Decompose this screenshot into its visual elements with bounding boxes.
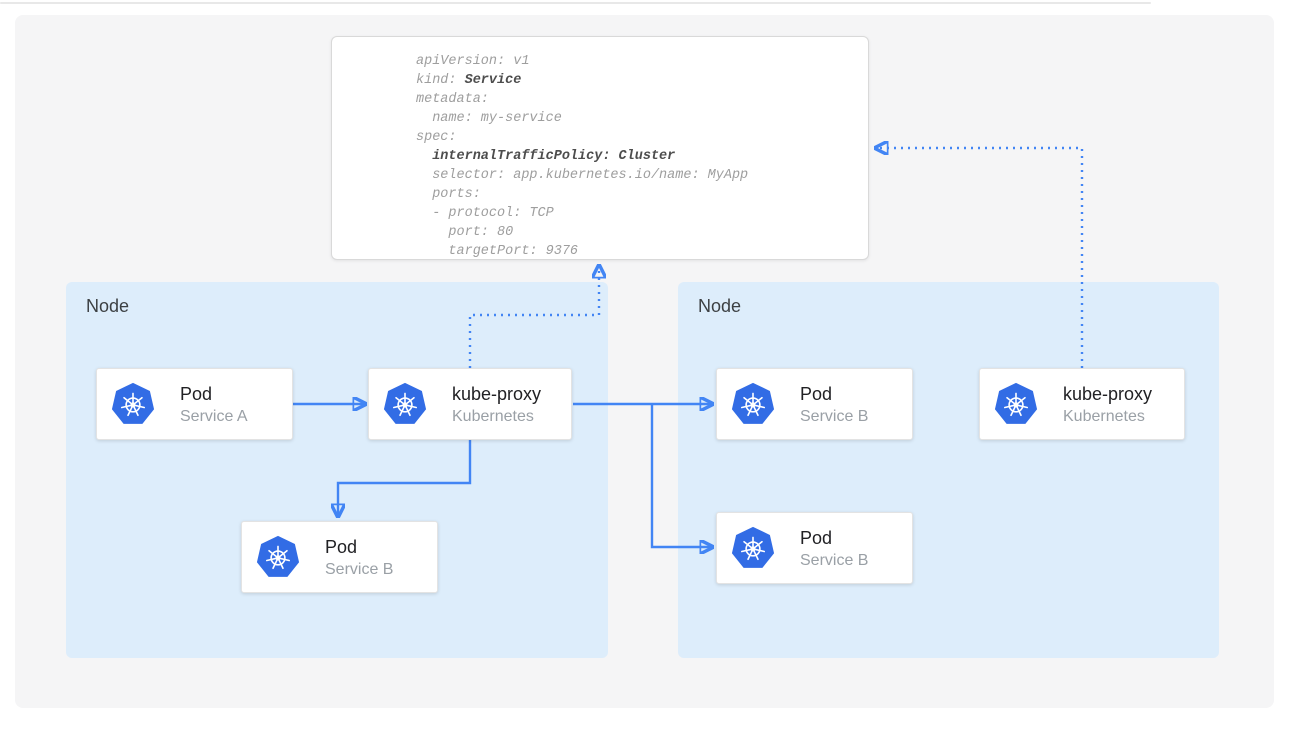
service-yaml-card: apiVersion: v1 kind: Service metadata: nam… (331, 36, 869, 260)
card-subtitle: Service A (180, 407, 248, 425)
pod-service-b-right-bottom-card: Pod Service B (716, 512, 913, 584)
kubernetes-icon (110, 381, 156, 427)
yaml-line: targetPort: 9376 (416, 244, 579, 259)
yaml-line: port: 80 (416, 225, 514, 240)
yaml-line: metadata: (416, 92, 489, 107)
kubernetes-icon (730, 525, 776, 571)
card-title: kube-proxy (452, 383, 542, 404)
node-label: Node (698, 296, 742, 316)
yaml-line: internalTrafficPolicy: Cluster (432, 149, 676, 164)
yaml-line: - protocol: TCP (416, 206, 554, 221)
pod-service-b-left-card: Pod Service B (241, 521, 438, 593)
pod-service-a-card: Pod Service A (96, 368, 293, 440)
kubernetes-icon (730, 381, 776, 427)
yaml-line: kind: Service (416, 73, 522, 88)
card-title: Pod (800, 383, 833, 404)
card-subtitle: Kubernetes (452, 407, 534, 425)
kubernetes-icon (382, 381, 428, 427)
pod-service-b-right-top-card: Pod Service B (716, 368, 913, 440)
yaml-line: ports: (416, 187, 481, 202)
card-title: kube-proxy (1063, 383, 1153, 404)
card-subtitle: Kubernetes (1063, 407, 1145, 425)
yaml-line: apiVersion: v1 (416, 54, 530, 69)
kube-proxy-left-card: kube-proxy Kubernetes (368, 368, 572, 440)
yaml-line: spec: (416, 130, 457, 145)
card-title: Pod (325, 536, 358, 557)
card-subtitle: Service B (800, 407, 869, 425)
node-box-left: Node (66, 282, 608, 658)
kubernetes-icon (255, 534, 301, 580)
kubernetes-icon (993, 381, 1039, 427)
card-subtitle: Service B (325, 560, 394, 578)
card-title: Pod (180, 383, 213, 404)
yaml-line: selector: app.kubernetes.io/name: MyApp (416, 168, 749, 183)
yaml-code: apiVersion: v1 kind: Service metadata: nam… (332, 37, 868, 261)
card-title: Pod (800, 527, 833, 548)
kube-proxy-right-card: kube-proxy Kubernetes (979, 368, 1185, 440)
yaml-line: name: my-service (416, 111, 562, 126)
node-label: Node (86, 296, 130, 316)
top-divider-rule (0, 2, 1151, 4)
card-subtitle: Service B (800, 551, 869, 569)
node-box-right: Node (678, 282, 1219, 658)
